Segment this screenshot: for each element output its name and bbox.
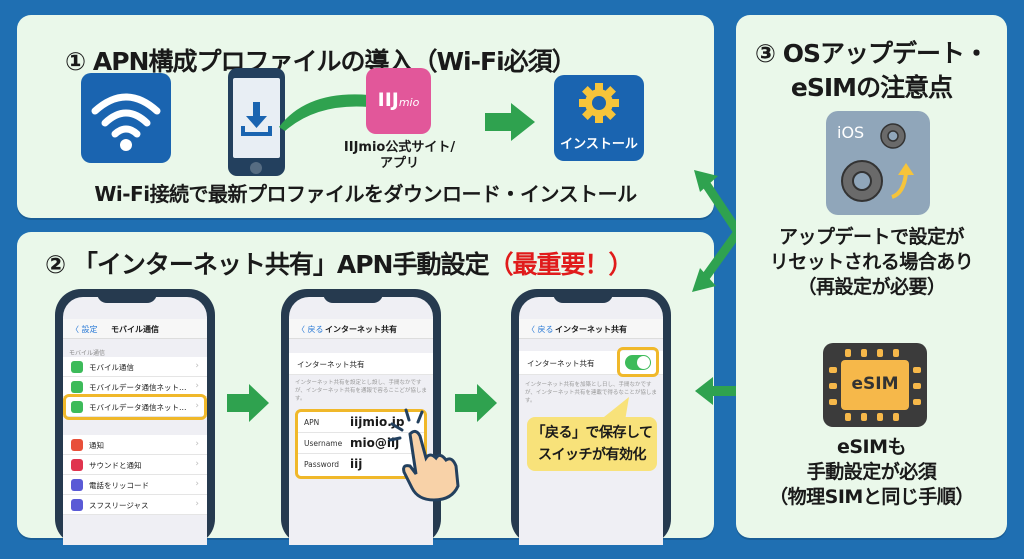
description: インターネット共有を加築とし日し、手間なかですが、インターネット共有を連載で得る…: [525, 382, 657, 404]
gear-icon: [841, 160, 883, 202]
iijmio-logo: IIJmio: [366, 68, 431, 134]
list-item[interactable]: サウンドと通知›: [63, 455, 207, 475]
list-item[interactable]: 通知›: [63, 435, 207, 455]
list-item[interactable]: スフスリージャス›: [63, 495, 207, 515]
phone-mobile-settings: 〈 設定 モバイル通信 モバイル通信 モバイル通信› モバイルデータ通信ネット……: [55, 289, 215, 545]
install-label: インストール: [560, 137, 638, 152]
arrow-right-icon: [227, 384, 269, 422]
phone-internet-sharing: 〈 戻る インターネット共有 インターネット共有 インターネット共有を加築とし日…: [511, 289, 671, 545]
list-item[interactable]: モバイル通信›: [63, 357, 207, 377]
iijmio-caption: IIJmio公式サイト/ アプリ: [343, 140, 456, 171]
bubble-pointer: [599, 397, 629, 421]
sound-icon: [71, 459, 83, 471]
username-field[interactable]: mio@iij: [350, 436, 400, 450]
section-label: モバイル通信: [69, 350, 106, 357]
network-icon: [71, 401, 83, 413]
cellular-icon: [71, 361, 83, 373]
hourglass-icon: [71, 499, 83, 511]
arrow-right-icon: [485, 103, 535, 141]
list-item[interactable]: 電話をリッコード›: [63, 475, 207, 495]
connection-swoosh: [279, 94, 369, 131]
wifi-icon: [81, 73, 171, 163]
highlight-box: [63, 394, 207, 420]
list-item: インターネット共有: [289, 353, 433, 375]
highlight-box: [617, 347, 659, 377]
notification-icon: [71, 439, 83, 451]
screen-title: インターネット共有: [555, 325, 627, 334]
ios-update-icon: iOS: [826, 111, 930, 215]
password-field[interactable]: iij: [350, 457, 363, 471]
install-gear-icon: インストール: [554, 75, 644, 161]
description: インターネット共有を設定とし設し、手間なかですが、インターネット共有を通報で容る…: [295, 380, 427, 402]
tap-hand-icon: [388, 408, 460, 502]
important-badge: （最重要！）: [488, 250, 633, 279]
phone-download-icon: [228, 68, 285, 176]
internet-sharing-toggle[interactable]: [625, 355, 651, 370]
apn-field[interactable]: iijmio.jp: [350, 415, 405, 429]
screen-title: モバイル通信: [111, 325, 159, 334]
arrow-left-icon: [695, 377, 745, 405]
step1-subtitle: Wi-Fi接続で最新プロファイルをダウンロード・インストール: [94, 182, 637, 206]
gear-icon: [880, 123, 906, 149]
arrow-right-icon: [455, 384, 497, 422]
antenna-icon: [71, 381, 83, 393]
callout-bubble: 「戻る」で保存して スイッチが有効化: [527, 417, 657, 471]
back-button[interactable]: 〈 戻る: [527, 325, 554, 334]
back-button[interactable]: 〈 戻る: [297, 325, 324, 334]
update-note: アップデートで設定が リセットされる場合あり （再設定が必要）: [769, 226, 974, 298]
list-item-highlighted[interactable]: モバイルデータ通信ネット…›: [63, 397, 207, 417]
update-arrow-icon: [891, 163, 914, 199]
step2-panel: ② 「インターネット共有」APN手動設定（最重要！） 〈 設定 モバイル通信 モ…: [17, 232, 714, 545]
step1-panel: ① APN構成プロファイルの導入（Wi-Fi必須） IIJmio IIJmio公…: [17, 15, 714, 218]
esim-chip-icon: eSIM: [823, 343, 927, 427]
step3-title: ③ OSアップデート・ eSIMの注意点: [754, 39, 989, 102]
phone-apn-settings: 〈 戻る インターネット共有 インターネット共有 インターネット共有を設定とし設…: [281, 289, 441, 545]
screen-title: インターネット共有: [325, 325, 397, 334]
moon-icon: [71, 479, 83, 491]
step3-panel: ③ OSアップデート・ eSIMの注意点 iOS アップデートで設定が リセット…: [736, 15, 1007, 538]
back-button[interactable]: 〈 設定: [71, 325, 98, 334]
step2-title: ② 「インターネット共有」APN手動設定（最重要！）: [45, 250, 633, 279]
esim-note: eSIMも 手動設定が必須 （物理SIMと同じ手順）: [769, 436, 974, 508]
step1-title: ① APN構成プロファイルの導入（Wi-Fi必須）: [65, 47, 577, 76]
